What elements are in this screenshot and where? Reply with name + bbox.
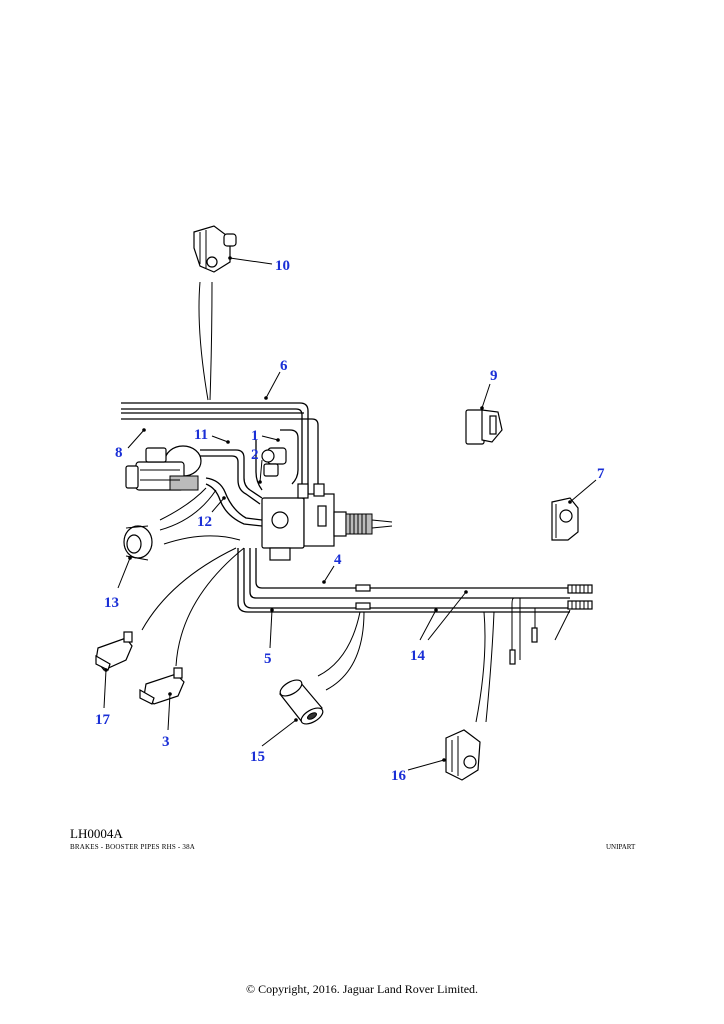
clip-part-16 (445, 729, 481, 781)
clip-part-3 (139, 667, 185, 705)
callout-16: 16 (391, 768, 407, 784)
copyright-notice: © Copyright, 2016. Jaguar Land Rover Lim… (245, 982, 479, 996)
callout-labels: 10 6 9 7 8 11 1 2 12 4 5 14 13 17 3 15 1… (95, 258, 605, 784)
clip-part-10 (193, 225, 237, 273)
pipe-union (355, 602, 371, 610)
callout-8: 8 (115, 445, 123, 461)
callout-10: 10 (275, 258, 290, 274)
hose-end-upper (567, 584, 593, 594)
pump-pipes (200, 429, 299, 527)
callout-2: 2 (251, 447, 259, 463)
grommet-part-13 (123, 525, 153, 561)
pipe-assembly-lower (237, 548, 593, 665)
clip-part-9 (465, 409, 503, 445)
callout-12: 12 (197, 514, 212, 530)
callout-9: 9 (490, 368, 498, 384)
sleeve-part-15 (279, 679, 324, 725)
banjo-fitting (261, 447, 287, 477)
callout-15: 15 (250, 749, 265, 765)
callout-11: 11 (194, 427, 208, 443)
clip-part-7 (551, 497, 579, 541)
callout-14: 14 (410, 648, 426, 664)
callout-4: 4 (334, 552, 342, 568)
callout-3: 3 (162, 734, 170, 750)
callout-5: 5 (264, 651, 272, 667)
pipe-assembly-upper (121, 402, 319, 495)
callout-7: 7 (597, 466, 605, 482)
valve-block (261, 483, 393, 561)
diagram-reference-code: LH0004A (70, 826, 123, 841)
clip-part-17 (95, 631, 133, 671)
callout-13: 13 (104, 595, 119, 611)
pump-motor (125, 445, 202, 491)
callout-6: 6 (280, 358, 288, 374)
callout-17: 17 (95, 712, 111, 728)
diagram-caption: BRAKES - BOOSTER PIPES RHS - 38A (70, 843, 196, 851)
brand-label: UNIPART (606, 843, 636, 851)
pipe-union (355, 584, 371, 592)
callout-1: 1 (251, 428, 259, 444)
hose-end-lower (567, 600, 593, 610)
leader-lines (103, 256, 597, 771)
